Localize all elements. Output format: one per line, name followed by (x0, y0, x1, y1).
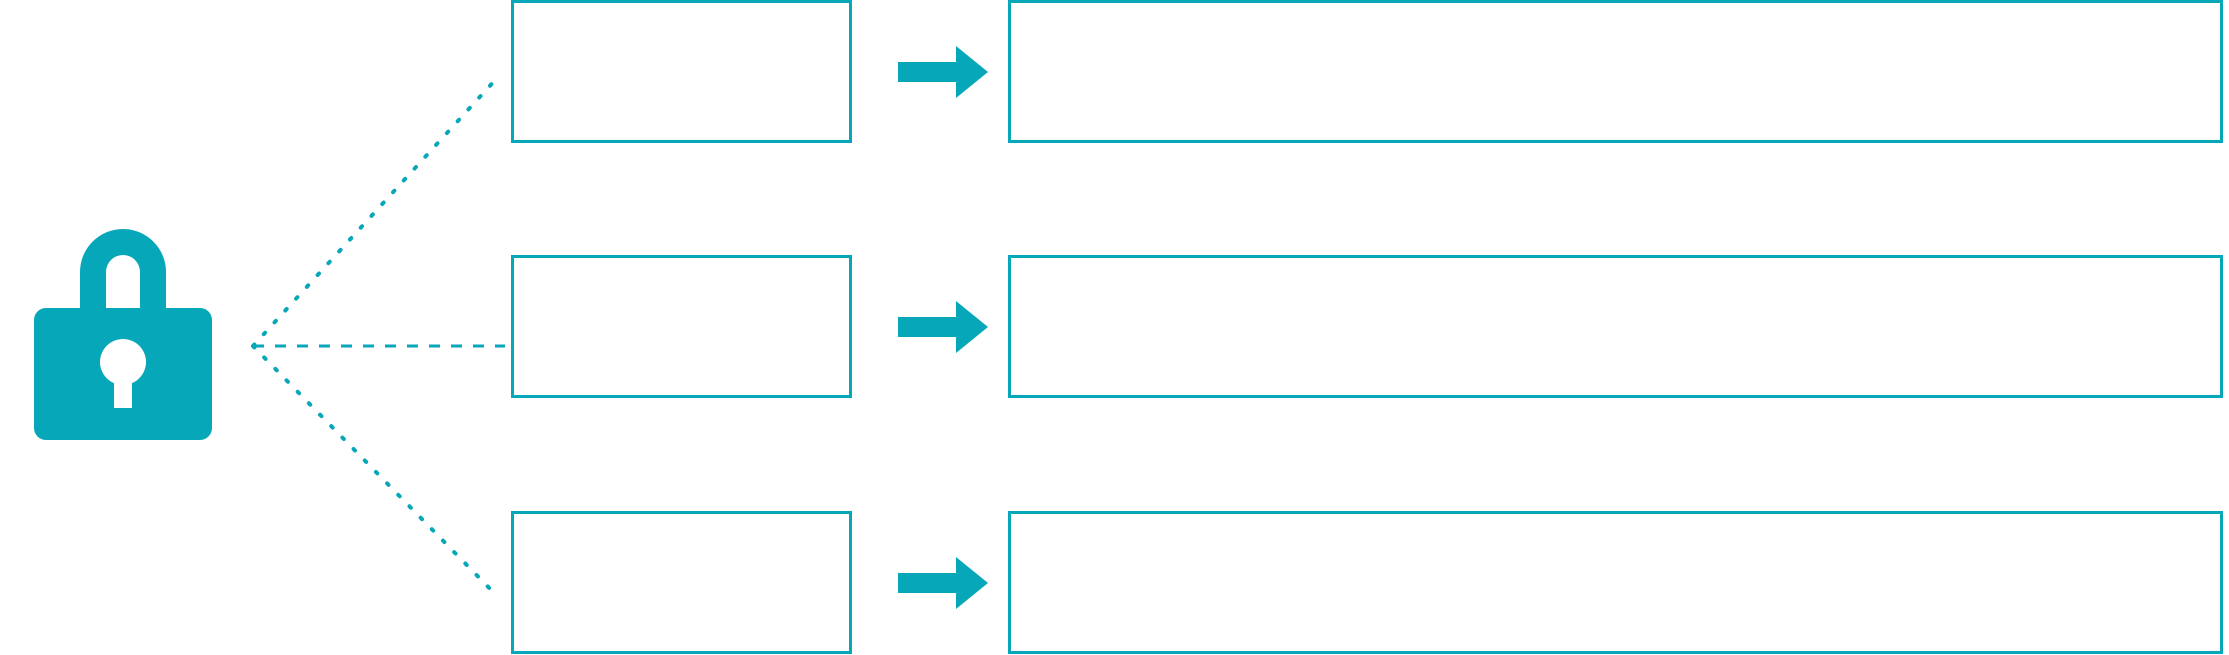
label-box-3-text (514, 514, 849, 534)
detail-box-2[interactable] (1008, 255, 2223, 398)
detail-box-1-text (1011, 3, 2220, 23)
detail-box-3-text (1011, 514, 2220, 534)
arrow-right-icon-1 (898, 44, 988, 100)
label-box-3[interactable] (511, 511, 852, 654)
detail-box-3[interactable] (1008, 511, 2223, 654)
lock-icon (28, 210, 218, 445)
arrow-right-icon-2 (898, 299, 988, 355)
arrow-right-icon-3 (898, 555, 988, 611)
label-box-1[interactable] (511, 0, 852, 143)
detail-box-2-text (1011, 258, 2220, 278)
label-box-1-text (514, 3, 849, 23)
diagram-row-3 (0, 511, 2229, 655)
diagram-row-2 (0, 255, 2229, 401)
diagram-row-1 (0, 0, 2229, 146)
label-box-2[interactable] (511, 255, 852, 398)
detail-box-1[interactable] (1008, 0, 2223, 143)
label-box-2-text (514, 258, 849, 278)
